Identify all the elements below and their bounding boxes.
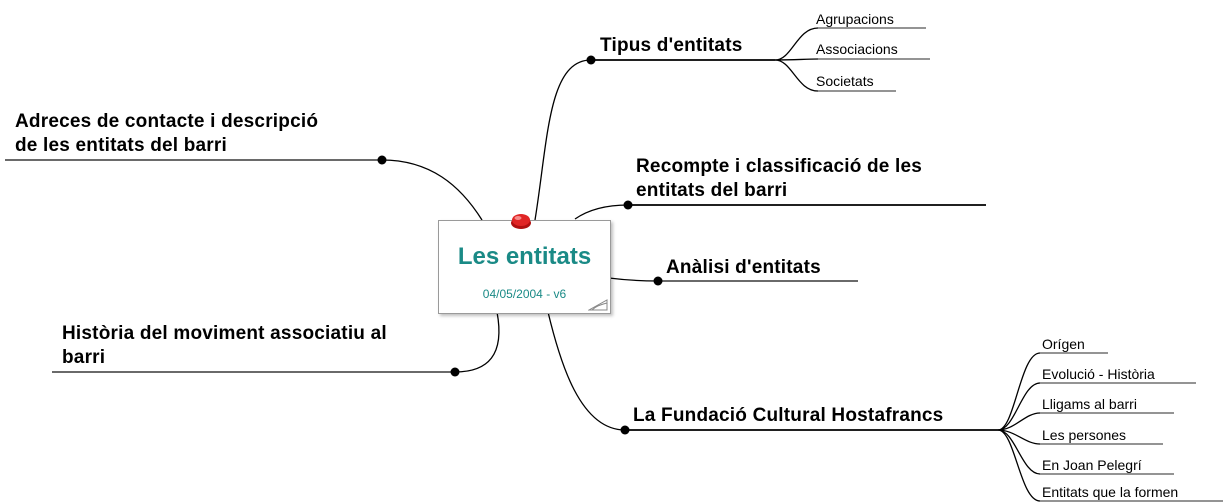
connector-analisi bbox=[608, 277, 659, 282]
node-dot-tipus bbox=[586, 55, 596, 65]
subtopic-les-persones[interactable]: Les persones bbox=[1042, 427, 1127, 443]
subtopic-associacions[interactable]: Associacions bbox=[816, 41, 898, 57]
topic-adreces-line2[interactable]: de les entitats del barri bbox=[15, 135, 227, 156]
topic-recompte-line2[interactable]: entitats del barri bbox=[636, 180, 788, 201]
node-dot-analisi bbox=[653, 276, 663, 286]
node-dot-historia bbox=[450, 367, 460, 377]
topic-historia-line2[interactable]: barri bbox=[62, 347, 106, 368]
note-corner-icon bbox=[588, 299, 608, 311]
central-topic[interactable]: Les entitats 04/05/2004 - v6 bbox=[438, 220, 611, 314]
central-topic-title: Les entitats bbox=[457, 243, 592, 270]
subtopic-joan-pelegri[interactable]: En Joan Pelegrí bbox=[1042, 457, 1142, 473]
node-dot-recompte bbox=[623, 200, 633, 210]
central-topic-date: 04/05/2004 - v6 bbox=[482, 287, 567, 301]
subtopic-entitats-formen[interactable]: Entitats que la formen bbox=[1042, 484, 1179, 500]
topic-historia-line1[interactable]: Història del moviment associatiu al bbox=[62, 323, 387, 344]
connector-fundacio bbox=[547, 311, 626, 431]
connector-adreces bbox=[381, 159, 483, 221]
connector-recompte bbox=[574, 204, 629, 220]
connector-tipus bbox=[534, 59, 592, 221]
topic-recompte-line1[interactable]: Recompte i classificació de les bbox=[636, 156, 923, 177]
topic-fundacio-hostafrancs[interactable]: La Fundació Cultural Hostafrancs bbox=[633, 405, 944, 426]
topic-adreces-line1[interactable]: Adreces de contacte i descripció bbox=[15, 111, 319, 132]
topic-analisi-entitats[interactable]: Anàlisi d'entitats bbox=[666, 257, 821, 278]
node-dot-fundacio bbox=[620, 425, 630, 435]
node-dot-adreces bbox=[377, 155, 387, 165]
subtopic-origen[interactable]: Orígen bbox=[1042, 336, 1085, 352]
subtopic-societats[interactable]: Societats bbox=[816, 73, 874, 89]
topic-tipus-entitats[interactable]: Tipus d'entitats bbox=[600, 35, 743, 56]
connector-historia bbox=[454, 311, 500, 373]
subtopic-agrupacions[interactable]: Agrupacions bbox=[816, 11, 894, 27]
red-pin-icon bbox=[511, 214, 531, 229]
subtopic-evolucio-historia[interactable]: Evolució - Història bbox=[1042, 366, 1155, 382]
subtopic-lligams-barri[interactable]: Lligams al barri bbox=[1042, 396, 1137, 412]
